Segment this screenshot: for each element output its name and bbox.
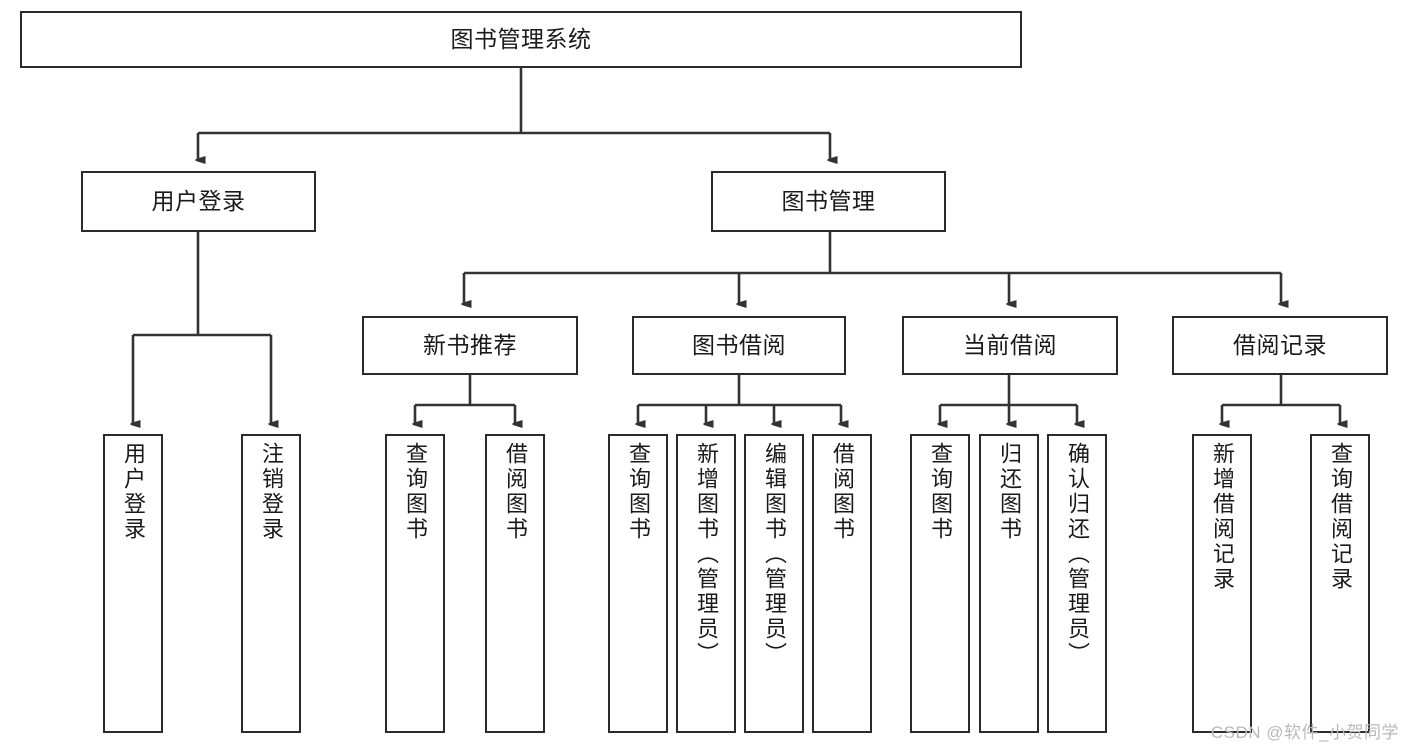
node-label: 用户登录: [121, 442, 146, 542]
node-label: 借阅记录: [1233, 331, 1327, 358]
node-book-borrow[interactable]: 图书借阅: [632, 316, 846, 375]
node-leaf-confirm-return[interactable]: 确认归还（管理员）: [1047, 434, 1107, 733]
node-label: 查询图书: [626, 442, 651, 542]
node-label: 新增图书（管理员）: [694, 442, 719, 667]
node-label: 新书推荐: [423, 331, 517, 358]
node-label: 确认归还（管理员）: [1065, 442, 1090, 667]
node-user-login[interactable]: 用户登录: [81, 171, 316, 232]
node-leaf-edit-book[interactable]: 编辑图书（管理员）: [744, 434, 804, 733]
node-leaf-borrow-book-recommend[interactable]: 借阅图书: [485, 434, 545, 733]
node-label: 图书借阅: [692, 331, 786, 358]
node-book-management[interactable]: 图书管理: [711, 171, 946, 232]
node-label: 当前借阅: [963, 331, 1057, 358]
node-label: 借阅图书: [830, 442, 855, 542]
node-label: 图书管理: [781, 187, 876, 214]
node-label: 查询借阅记录: [1328, 442, 1353, 592]
node-leaf-return-book[interactable]: 归还图书: [979, 434, 1039, 733]
node-label: 查询图书: [928, 442, 953, 542]
node-root-book-management-system[interactable]: 图书管理系统: [20, 11, 1022, 68]
node-new-book-recommend[interactable]: 新书推荐: [362, 316, 578, 375]
node-label: 借阅图书: [503, 442, 528, 542]
node-leaf-query-book-recommend[interactable]: 查询图书: [385, 434, 445, 733]
node-label: 归还图书: [997, 442, 1022, 542]
node-label: 新增借阅记录: [1210, 442, 1235, 592]
node-leaf-add-borrow-record[interactable]: 新增借阅记录: [1192, 434, 1252, 733]
node-borrow-record[interactable]: 借阅记录: [1172, 316, 1388, 375]
node-current-borrow[interactable]: 当前借阅: [902, 316, 1118, 375]
node-label: 注销登录: [259, 442, 284, 542]
node-leaf-query-book-current[interactable]: 查询图书: [910, 434, 970, 733]
node-label: 用户登录: [151, 187, 246, 214]
node-label: 图书管理系统: [450, 25, 592, 52]
node-leaf-user-login[interactable]: 用户登录: [103, 434, 163, 733]
node-leaf-query-book-borrow[interactable]: 查询图书: [608, 434, 668, 733]
node-label: 查询图书: [403, 442, 428, 542]
node-leaf-add-book[interactable]: 新增图书（管理员）: [676, 434, 736, 733]
node-leaf-query-borrow-record[interactable]: 查询借阅记录: [1310, 434, 1370, 733]
node-leaf-user-logout[interactable]: 注销登录: [241, 434, 301, 733]
node-label: 编辑图书（管理员）: [762, 442, 787, 667]
node-leaf-borrow-book[interactable]: 借阅图书: [812, 434, 872, 733]
